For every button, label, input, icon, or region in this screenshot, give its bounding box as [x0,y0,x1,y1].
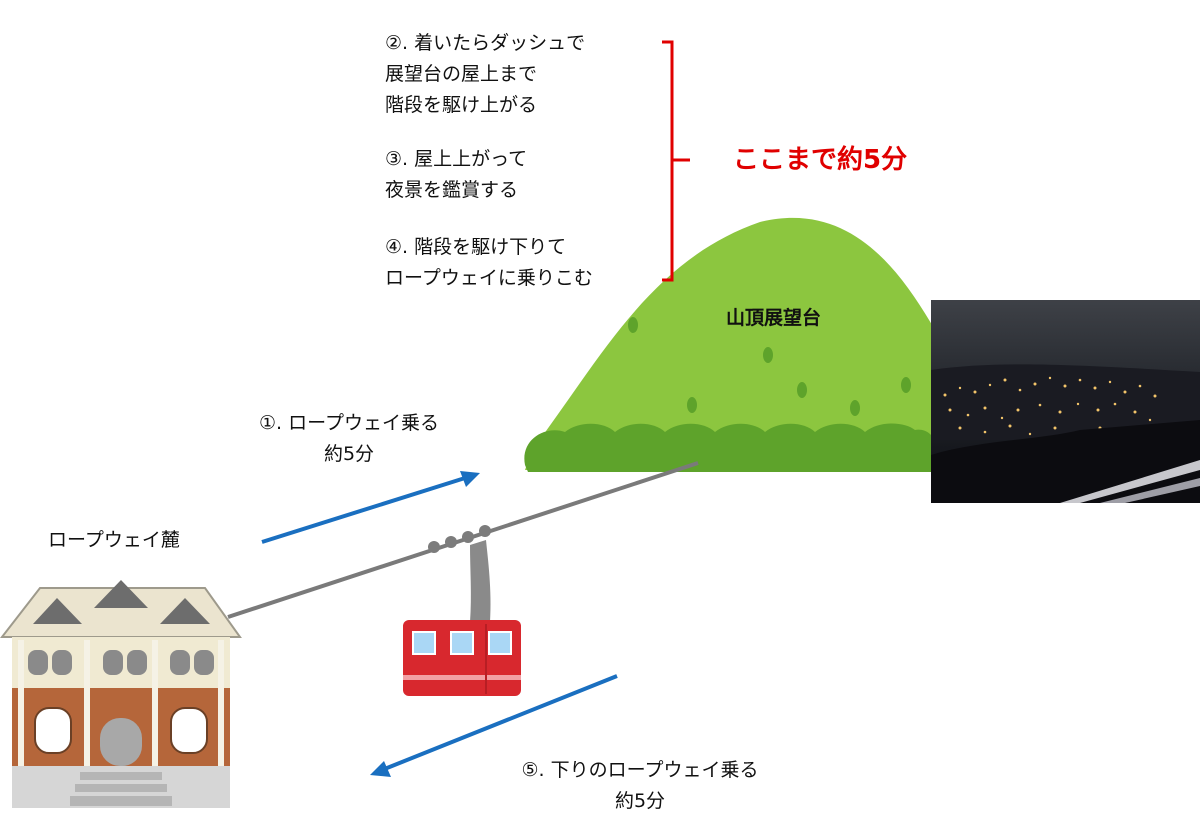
base-station-label: ロープウェイ麓 [48,529,180,551]
ropeway-station-building [0,580,242,808]
total-time-label: ここまで約5分 [733,145,908,175]
bracket-icon [662,40,690,282]
mountain-illustration [524,217,935,472]
step-2-text: ②. 着いたらダッシュで 展望台の屋上まで 階段を駆け上がる [385,32,586,116]
arrow-up-right-icon [261,471,480,544]
summit-label: 山頂展望台 [726,307,822,329]
step-5-text: ⑤. 下りのロープウェイ乗る 約5分 [521,759,759,812]
arrow-down-left-icon [370,674,618,777]
step-3-text: ③. 屋上上がって 夜景を鑑賞する [385,148,528,201]
step-4-text: ④. 階段を駆け下りて ロープウェイに乗りこむ [385,236,593,289]
night-view-photo [931,300,1200,503]
step-1-text: ①. ロープウェイ乗る 約5分 [259,412,439,465]
gondola-cabin [403,525,521,696]
